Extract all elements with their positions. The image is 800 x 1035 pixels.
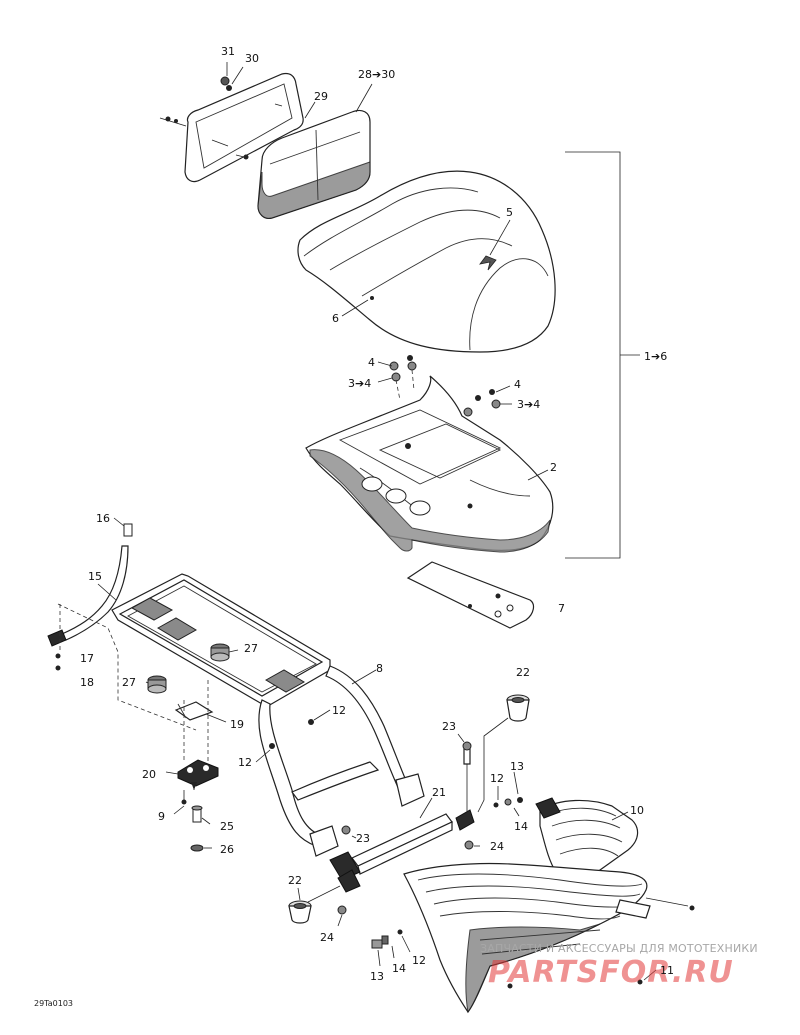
- backrest-cushion: [257, 83, 373, 219]
- light-support: [329, 797, 480, 927]
- callout-4-right: 4: [514, 378, 521, 391]
- callout-25: 25: [220, 820, 234, 833]
- callout-30: 30: [245, 52, 259, 65]
- callout-11: 11: [660, 964, 674, 977]
- callout-16: 16: [96, 512, 110, 525]
- callout-26: 26: [220, 843, 234, 856]
- callout-labels: 31 30 29 28➔30 5 6 1➔6 4 3➔4 4 3➔4 2 7 1…: [34, 45, 674, 1008]
- callout-31: 31: [221, 45, 235, 58]
- callout-12-frame: 12: [332, 704, 346, 717]
- assembly-bracket: [565, 151, 640, 559]
- seat-cushion: [297, 170, 556, 353]
- callout-21: 21: [432, 786, 446, 799]
- light-sockets: [288, 694, 530, 924]
- watermark-caption: ЗАПЧАСТИ И АКСЕССУАРЫ ДЛЯ МОТОТЕХНИКИ: [480, 942, 758, 955]
- latch-assembly: [165, 680, 227, 852]
- callout-13-top: 13: [510, 760, 524, 773]
- callout-19: 19: [230, 718, 244, 731]
- callout-4-left: 4: [368, 356, 375, 369]
- drawing-code: 29Ta0103: [34, 999, 73, 1008]
- callout-3-4-right: 3➔4: [517, 398, 540, 411]
- luggage-rack: [493, 771, 639, 883]
- callout-13-bottom: 13: [370, 970, 384, 983]
- callout-7: 7: [558, 602, 565, 615]
- callout-5: 5: [506, 206, 513, 219]
- callout-6: 6: [332, 312, 339, 325]
- callout-28-30: 28➔30: [358, 68, 395, 81]
- rear-frame: [111, 573, 425, 857]
- callout-18: 18: [80, 676, 94, 689]
- callout-12-right: 12: [490, 772, 504, 785]
- seat-pad: [406, 561, 535, 629]
- callout-1-6: 1➔6: [644, 350, 667, 363]
- rear-tail-section: [371, 862, 695, 1014]
- callout-9: 9: [158, 810, 165, 823]
- callout-12-left: 12: [238, 756, 252, 769]
- callout-29: 29: [314, 90, 328, 103]
- callout-20: 20: [142, 768, 156, 781]
- seat-base: [305, 355, 554, 553]
- cable-handle: [47, 517, 197, 731]
- rubber-bumpers: [145, 643, 239, 694]
- callout-23-bottom: 23: [356, 832, 370, 845]
- backrest-plate: [159, 62, 316, 183]
- callout-14-top: 14: [514, 820, 528, 833]
- callout-27-right: 27: [244, 642, 258, 655]
- callout-3-4-left: 3➔4: [348, 377, 371, 390]
- callout-8: 8: [376, 662, 383, 675]
- callout-17: 17: [80, 652, 94, 665]
- callout-12-bottom: 12: [412, 954, 426, 967]
- callout-27-left: 27: [122, 676, 136, 689]
- callout-24-bottom: 24: [320, 931, 334, 944]
- watermark: ЗАПЧАСТИ И АКСЕССУАРЫ ДЛЯ МОТОТЕХНИКИ PA…: [480, 942, 758, 990]
- callout-22-top: 22: [516, 666, 530, 679]
- callout-2: 2: [550, 461, 557, 474]
- watermark-brand: PARTSFOR.RU: [488, 955, 734, 990]
- callout-14-bottom: 14: [392, 962, 406, 975]
- callout-15: 15: [88, 570, 102, 583]
- callout-24-right: 24: [490, 840, 504, 853]
- callout-22-bottom: 22: [288, 874, 302, 887]
- callout-10: 10: [630, 804, 644, 817]
- callout-23-top: 23: [442, 720, 456, 733]
